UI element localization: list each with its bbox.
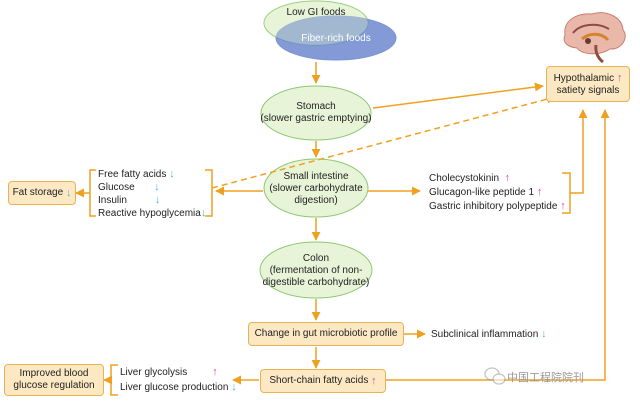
hypothalamic-box: Hypothalamic ↑ satiety signals — [546, 66, 630, 102]
liver-bracket — [110, 364, 118, 396]
hormone-bracket — [562, 110, 583, 214]
arrow-dashed-hypothalamic — [211, 94, 556, 189]
list-item: Liver glucose production ↓ — [120, 381, 237, 393]
scfa-box: Short-chain fatty acids ↑ — [260, 369, 386, 393]
small-intestine-label: Small intestine (slower carbohydrate dig… — [269, 171, 363, 206]
stomach-oval — [260, 85, 372, 141]
down-arrow-icon: ↓ — [154, 194, 161, 206]
fiber-label: Fiber-rich foods — [301, 33, 371, 44]
low-gi-label: Low GI foods — [286, 7, 346, 18]
colon-label: Colon (fermentation of non- digestible c… — [262, 253, 370, 288]
list-item: Cholecystokinin ↑ — [429, 172, 511, 184]
down-arrow-icon: ↓ — [154, 181, 160, 193]
list-item: Reactive hypoglycemia↓ — [98, 207, 207, 219]
list-item: Liver glycolysis ↑ — [120, 366, 218, 378]
down-arrow-icon: ↓ — [65, 187, 72, 199]
arrow-stomach-hypothalamic — [372, 82, 544, 109]
list-item: Gastric inhibitory polypeptide ↑ — [429, 200, 566, 212]
list-item: Glucose ↓ — [98, 181, 160, 193]
arrow-scfa-hypothalamic — [386, 109, 610, 381]
hormone-list: Cholecystokinin ↑ Glucagon-like peptide … — [429, 172, 566, 214]
metabolite-list: Free fatty acids ↓ Glucose ↓ Insulin ↓ R… — [98, 168, 206, 220]
up-arrow-icon: ↑ — [536, 186, 543, 198]
down-arrow-icon: ↓ — [231, 381, 237, 393]
up-arrow-icon: ↑ — [504, 172, 511, 184]
watermark-text: 中国工程院院刊 — [507, 372, 584, 384]
low-gi-overlay — [264, 1, 368, 45]
up-arrow-icon: ↑ — [371, 375, 377, 387]
up-arrow-icon: ↑ — [560, 200, 566, 212]
list-item: Insulin ↓ — [98, 194, 161, 206]
brain-icon — [563, 12, 626, 64]
improved-glucose-box: Improved blood glucose regulation — [4, 364, 104, 396]
fat-storage-box: Fat storage ↓ — [8, 181, 76, 205]
up-arrow-icon: ↑ — [212, 366, 218, 378]
down-arrow-icon: ↓ — [541, 328, 547, 340]
inflammation-label: Subclinical inflammation ↓ — [431, 328, 547, 340]
up-arrow-icon: ↑ — [616, 71, 623, 84]
liver-list: Liver glycolysis ↑ Liver glucose product… — [120, 366, 237, 396]
gut-profile-box: Change in gut microbiotic profile — [248, 322, 404, 346]
wechat-icon — [484, 367, 506, 385]
small-intestine-oval — [263, 158, 369, 218]
list-item: Glucagon-like peptide 1 ↑ — [429, 186, 543, 198]
colon-oval — [259, 241, 373, 299]
fiber-oval — [275, 15, 397, 61]
down-arrow-icon: ↓ — [200, 207, 207, 219]
down-arrow-icon: ↓ — [169, 168, 175, 180]
stomach-label: Stomach (slower gastric emptying) — [260, 101, 372, 124]
list-item: Free fatty acids ↓ — [98, 168, 175, 180]
